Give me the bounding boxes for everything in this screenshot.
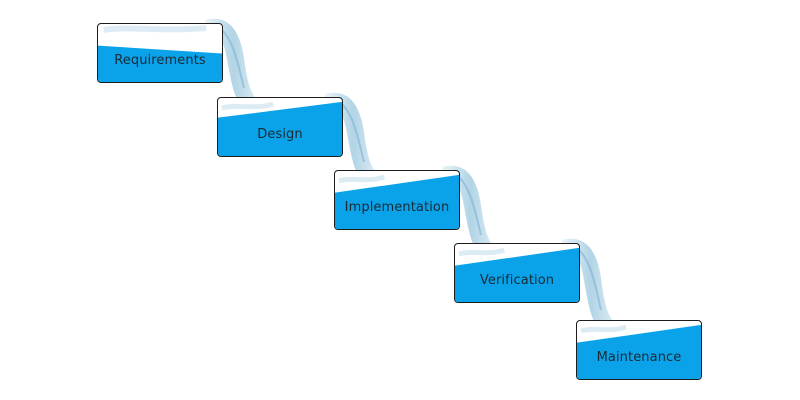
step-label: Verification (479, 273, 555, 288)
water-stream-2 (325, 92, 382, 178)
step-fill (98, 24, 222, 82)
step-implementation: Implementation (334, 170, 460, 230)
step-label: Design (257, 127, 303, 142)
step-requirements: Requirements (97, 23, 223, 83)
step-design: Design (217, 97, 343, 157)
step-fill (455, 247, 579, 302)
step-label: Implementation (344, 200, 450, 215)
step-fill (218, 101, 342, 156)
step-maintenance: Maintenance (576, 320, 702, 380)
step-verification: Verification (454, 243, 580, 303)
step-label: Requirements (114, 53, 206, 68)
step-label: Maintenance (596, 350, 682, 365)
water-stream-4 (562, 238, 619, 327)
step-fill (335, 174, 459, 229)
step-fill (577, 324, 701, 379)
water-stream-3 (442, 165, 499, 251)
water-stream-1 (205, 18, 262, 105)
